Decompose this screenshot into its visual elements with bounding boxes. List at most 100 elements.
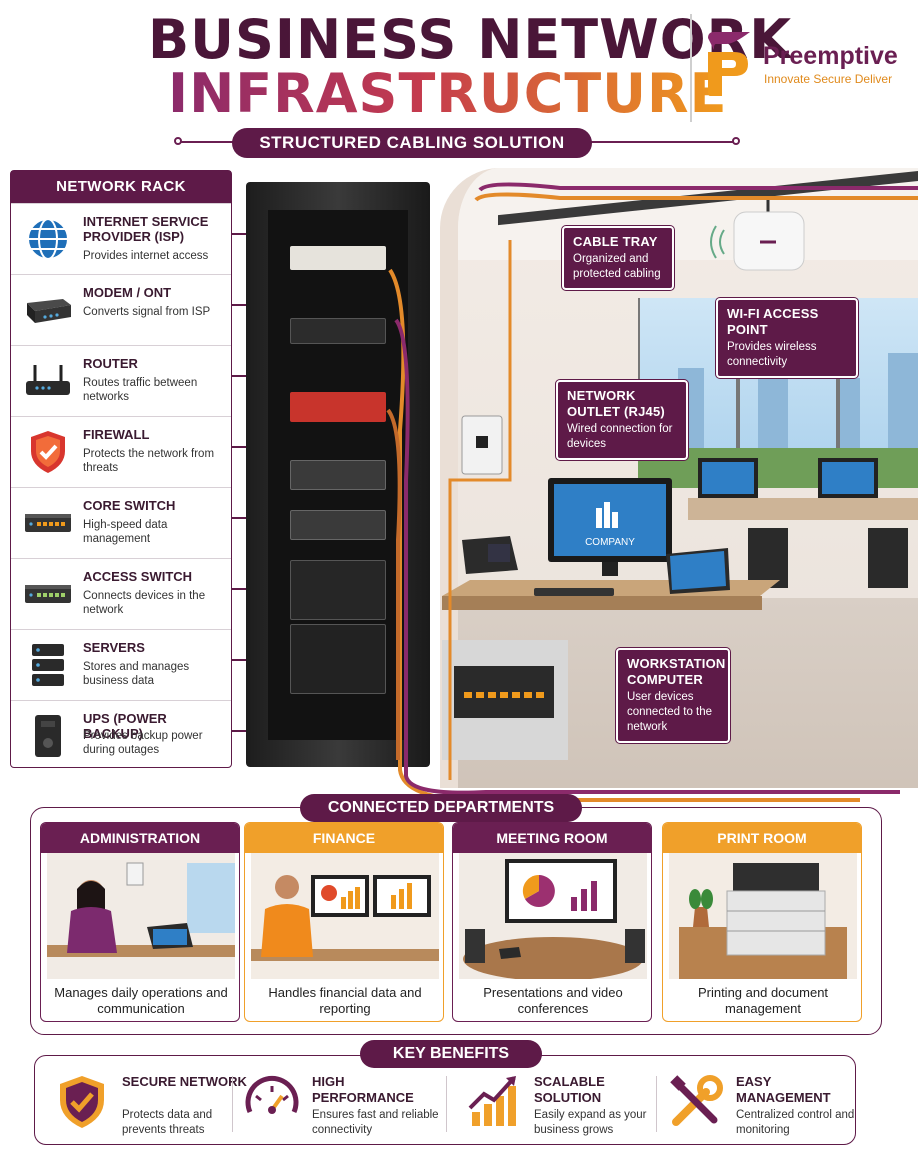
administration-illustration <box>47 853 235 979</box>
callout-wifi: WI-FI ACCESS POINT Provides wireless con… <box>716 298 858 378</box>
dept-name: PRINT ROOM <box>663 823 861 853</box>
access-switch-device <box>290 510 386 540</box>
dept-desc: Handles financial data and reporting <box>268 985 422 1016</box>
benefit-scalable-solution: SCALABLE SOLUTION Easily expand as your … <box>464 1070 664 1140</box>
rack-item-core-switch: CORE SWITCH High-speed data management <box>11 487 231 558</box>
benefit-divider <box>232 1076 233 1132</box>
rack-item-title: INTERNET SERVICE PROVIDER (ISP) <box>83 214 209 244</box>
meeting-room-illustration <box>459 853 647 979</box>
switch-icon <box>21 500 75 546</box>
server-device <box>290 560 386 620</box>
title-line-2: INFRASTRUCTURE <box>168 62 728 125</box>
isp-device <box>290 246 386 270</box>
rack-item-desc: Converts signal from ISP <box>83 306 211 318</box>
benefit-secure-network: SECURE NETWORK Protects data and prevent… <box>52 1070 252 1140</box>
rack-item-router: ROUTER Routes traffic between networks <box>11 345 231 416</box>
callout-title: WORKSTATION COMPUTER <box>627 656 726 687</box>
rack-item-title: ROUTER <box>83 356 138 371</box>
benefit-title: SECURE NETWORK <box>122 1074 247 1089</box>
modem-icon <box>21 287 75 333</box>
rack-item-modem: MODEM / ONT Converts signal from ISP <box>11 274 231 345</box>
callout-outlet: NETWORK OUTLET (RJ45) Wired connection f… <box>556 380 688 460</box>
ups-device <box>290 624 386 694</box>
callout-workstation: WORKSTATION COMPUTER User devices connec… <box>616 648 730 743</box>
benefit-desc: Centralized control and monitoring <box>736 1109 855 1136</box>
callout-cable-tray: CABLE TRAY Organized and protected cabli… <box>562 226 674 290</box>
callout-desc: Provides wireless connectivity <box>727 341 817 368</box>
rack-item-desc: Provides backup power during outages <box>83 730 203 756</box>
dept-card-administration: ADMINISTRATION Manages daily operations … <box>40 822 240 1022</box>
dept-name: MEETING ROOM <box>453 823 651 853</box>
switch-icon <box>21 571 75 617</box>
benefit-title: HIGH PERFORMANCE <box>312 1074 414 1105</box>
benefit-title: EASY MANAGEMENT <box>736 1074 831 1105</box>
benefit-easy-management: EASY MANAGEMENT Centralized control and … <box>666 1070 866 1140</box>
rack-item-desc: Provides internet access <box>83 250 209 262</box>
print-room-illustration <box>669 853 857 979</box>
rack-item-ups: UPS (POWER BACKUP) Provides backup power… <box>11 700 231 771</box>
rack-item-desc: Connects devices in the network <box>83 590 206 616</box>
rule-dot <box>174 137 182 145</box>
dept-card-print-room: PRINT ROOM Printing and document managem… <box>662 822 862 1022</box>
rack-item-title: SERVERS <box>83 640 145 655</box>
rack-item-title: UPS (POWER BACKUP) <box>83 711 167 741</box>
server-icon <box>21 642 75 688</box>
rule-dot <box>732 137 740 145</box>
dept-desc: Printing and document management <box>697 985 829 1016</box>
benefit-divider <box>656 1076 657 1132</box>
dept-name: FINANCE <box>245 823 443 853</box>
rack-item-desc: High-speed data management <box>83 519 168 545</box>
callout-desc: Wired connection for devices <box>567 423 673 450</box>
dept-card-finance: FINANCE Handles financial data and repor… <box>244 822 444 1022</box>
workstation-illustration: COMPANY <box>442 478 780 760</box>
benefit-title: SCALABLE SOLUTION <box>534 1074 605 1105</box>
wifi-access-point-icon <box>710 200 805 271</box>
tools-icon <box>670 1075 723 1126</box>
firewall-device <box>290 392 386 422</box>
benefit-divider <box>446 1076 447 1132</box>
ups-icon <box>21 713 75 759</box>
rack-item-desc: Routes traffic between networks <box>83 377 198 403</box>
header-divider <box>690 14 692 122</box>
dept-desc: Manages daily operations and communicati… <box>54 985 228 1016</box>
rack-item-isp: INTERNET SERVICE PROVIDER (ISP) Provides… <box>11 203 231 274</box>
title-line-1: BUSINESS NETWORK <box>148 8 793 71</box>
benefit-high-performance: HIGH PERFORMANCE Ensures fast and reliab… <box>242 1070 442 1140</box>
core-switch-device <box>290 460 386 490</box>
callout-title: WI-FI ACCESS POINT <box>727 306 819 337</box>
rack-item-servers: SERVERS Stores and manages business data <box>11 629 231 700</box>
rack-item-firewall: FIREWALL Protects the network from threa… <box>11 416 231 487</box>
callout-title: CABLE TRAY <box>573 234 658 249</box>
brand-logo-icon <box>708 32 750 96</box>
benefit-desc: Ensures fast and reliable connectivity <box>312 1109 439 1136</box>
dept-name: ADMINISTRATION <box>41 823 239 853</box>
shield-icon <box>21 429 75 475</box>
rack-item-title: ACCESS SWITCH <box>83 569 193 584</box>
rj45-outlet-icon <box>461 415 503 475</box>
benefit-desc: Protects data and prevents threats <box>122 1109 213 1136</box>
callout-title: NETWORK OUTLET (RJ45) <box>567 388 665 419</box>
network-rack-panel: NETWORK RACK INTERNET SERVICE PROVIDER (… <box>10 170 232 768</box>
callout-desc: User devices connected to the network <box>627 691 713 733</box>
departments-title: CONNECTED DEPARTMENTS <box>300 794 582 822</box>
finance-illustration <box>251 853 439 979</box>
growth-chart-icon <box>468 1076 516 1126</box>
rack-item-access-switch: ACCESS SWITCH Connects devices in the ne… <box>11 558 231 629</box>
subtitle-banner: STRUCTURED CABLING SOLUTION <box>232 128 592 158</box>
brand-name: Preemptive <box>763 42 898 70</box>
rack-item-title: CORE SWITCH <box>83 498 176 513</box>
rack-item-title: MODEM / ONT <box>83 285 172 300</box>
rack-item-title: FIREWALL <box>83 427 150 442</box>
shield-check-icon <box>60 1076 104 1128</box>
speedometer-icon <box>245 1075 299 1114</box>
benefit-desc: Easily expand as your business grows <box>534 1109 647 1136</box>
dept-card-meeting-room: MEETING ROOM Presentations and video con… <box>452 822 652 1022</box>
office-desks-illustration <box>688 458 918 588</box>
dept-desc: Presentations and video conferences <box>483 985 623 1016</box>
router-icon <box>21 358 75 404</box>
modem-device <box>290 318 386 344</box>
rack-panel-title: NETWORK RACK <box>11 171 231 203</box>
monitor-label: COMPANY <box>585 537 635 548</box>
brand-tagline: Innovate Secure Deliver <box>764 72 893 86</box>
globe-icon <box>21 216 75 262</box>
